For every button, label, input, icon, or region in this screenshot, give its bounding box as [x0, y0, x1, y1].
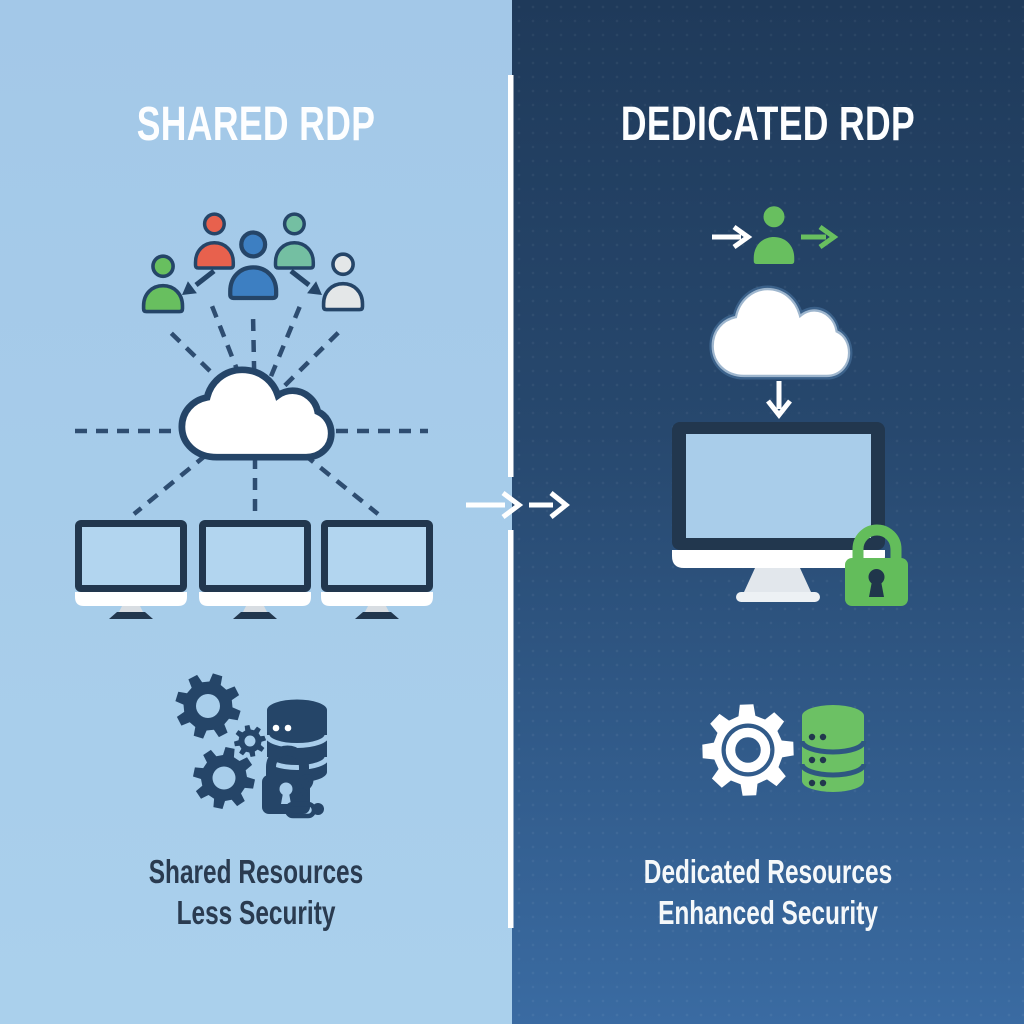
- single-user-flow: [712, 206, 839, 264]
- user-green-icon: [141, 254, 185, 314]
- shared-cloud-icon: [182, 370, 331, 457]
- dedicated-rdp-title: DEDICATED RDP: [620, 98, 916, 151]
- shared-caption-line1: Shared Resources: [148, 853, 364, 890]
- user-gray-icon: [321, 252, 365, 312]
- dashed-connection-lines: [75, 305, 428, 516]
- shared-rdp-panel: [0, 0, 512, 1024]
- dedicated-rdp-caption: Dedicated Resources Enhanced Security: [579, 851, 958, 933]
- padlock-chain-icon: [262, 745, 324, 819]
- panel-divider-line: [508, 75, 514, 928]
- monitor-icon: [672, 422, 885, 602]
- shared-rdp-title: SHARED RDP: [136, 98, 376, 151]
- user-spread-arrows: [182, 269, 322, 295]
- shared-caption-line2: Less Security: [176, 894, 336, 931]
- dedicated-cloud-icon: [712, 288, 851, 377]
- user-blue-icon: [230, 233, 276, 298]
- shared-rdp-caption: Shared Resources Less Security: [67, 851, 446, 933]
- transfer-arrows: [466, 491, 571, 519]
- cloud-to-monitor-arrow: [766, 381, 792, 420]
- single-user-icon: [753, 206, 795, 264]
- dedicated-caption-line1: Dedicated Resources: [643, 853, 893, 890]
- incoming-arrow: [712, 224, 753, 250]
- multi-user-icons: [141, 212, 365, 314]
- user-teal-icon: [273, 212, 316, 270]
- dedicated-caption-line2: Enhanced Security: [658, 894, 878, 931]
- gears-icon: [175, 673, 266, 809]
- three-monitors-icon: [75, 520, 433, 619]
- green-padlock-icon: [845, 524, 908, 606]
- user-red-icon: [193, 212, 236, 270]
- outgoing-arrow: [801, 224, 839, 250]
- green-database-icon: [799, 705, 867, 792]
- gear-icon: [702, 704, 794, 796]
